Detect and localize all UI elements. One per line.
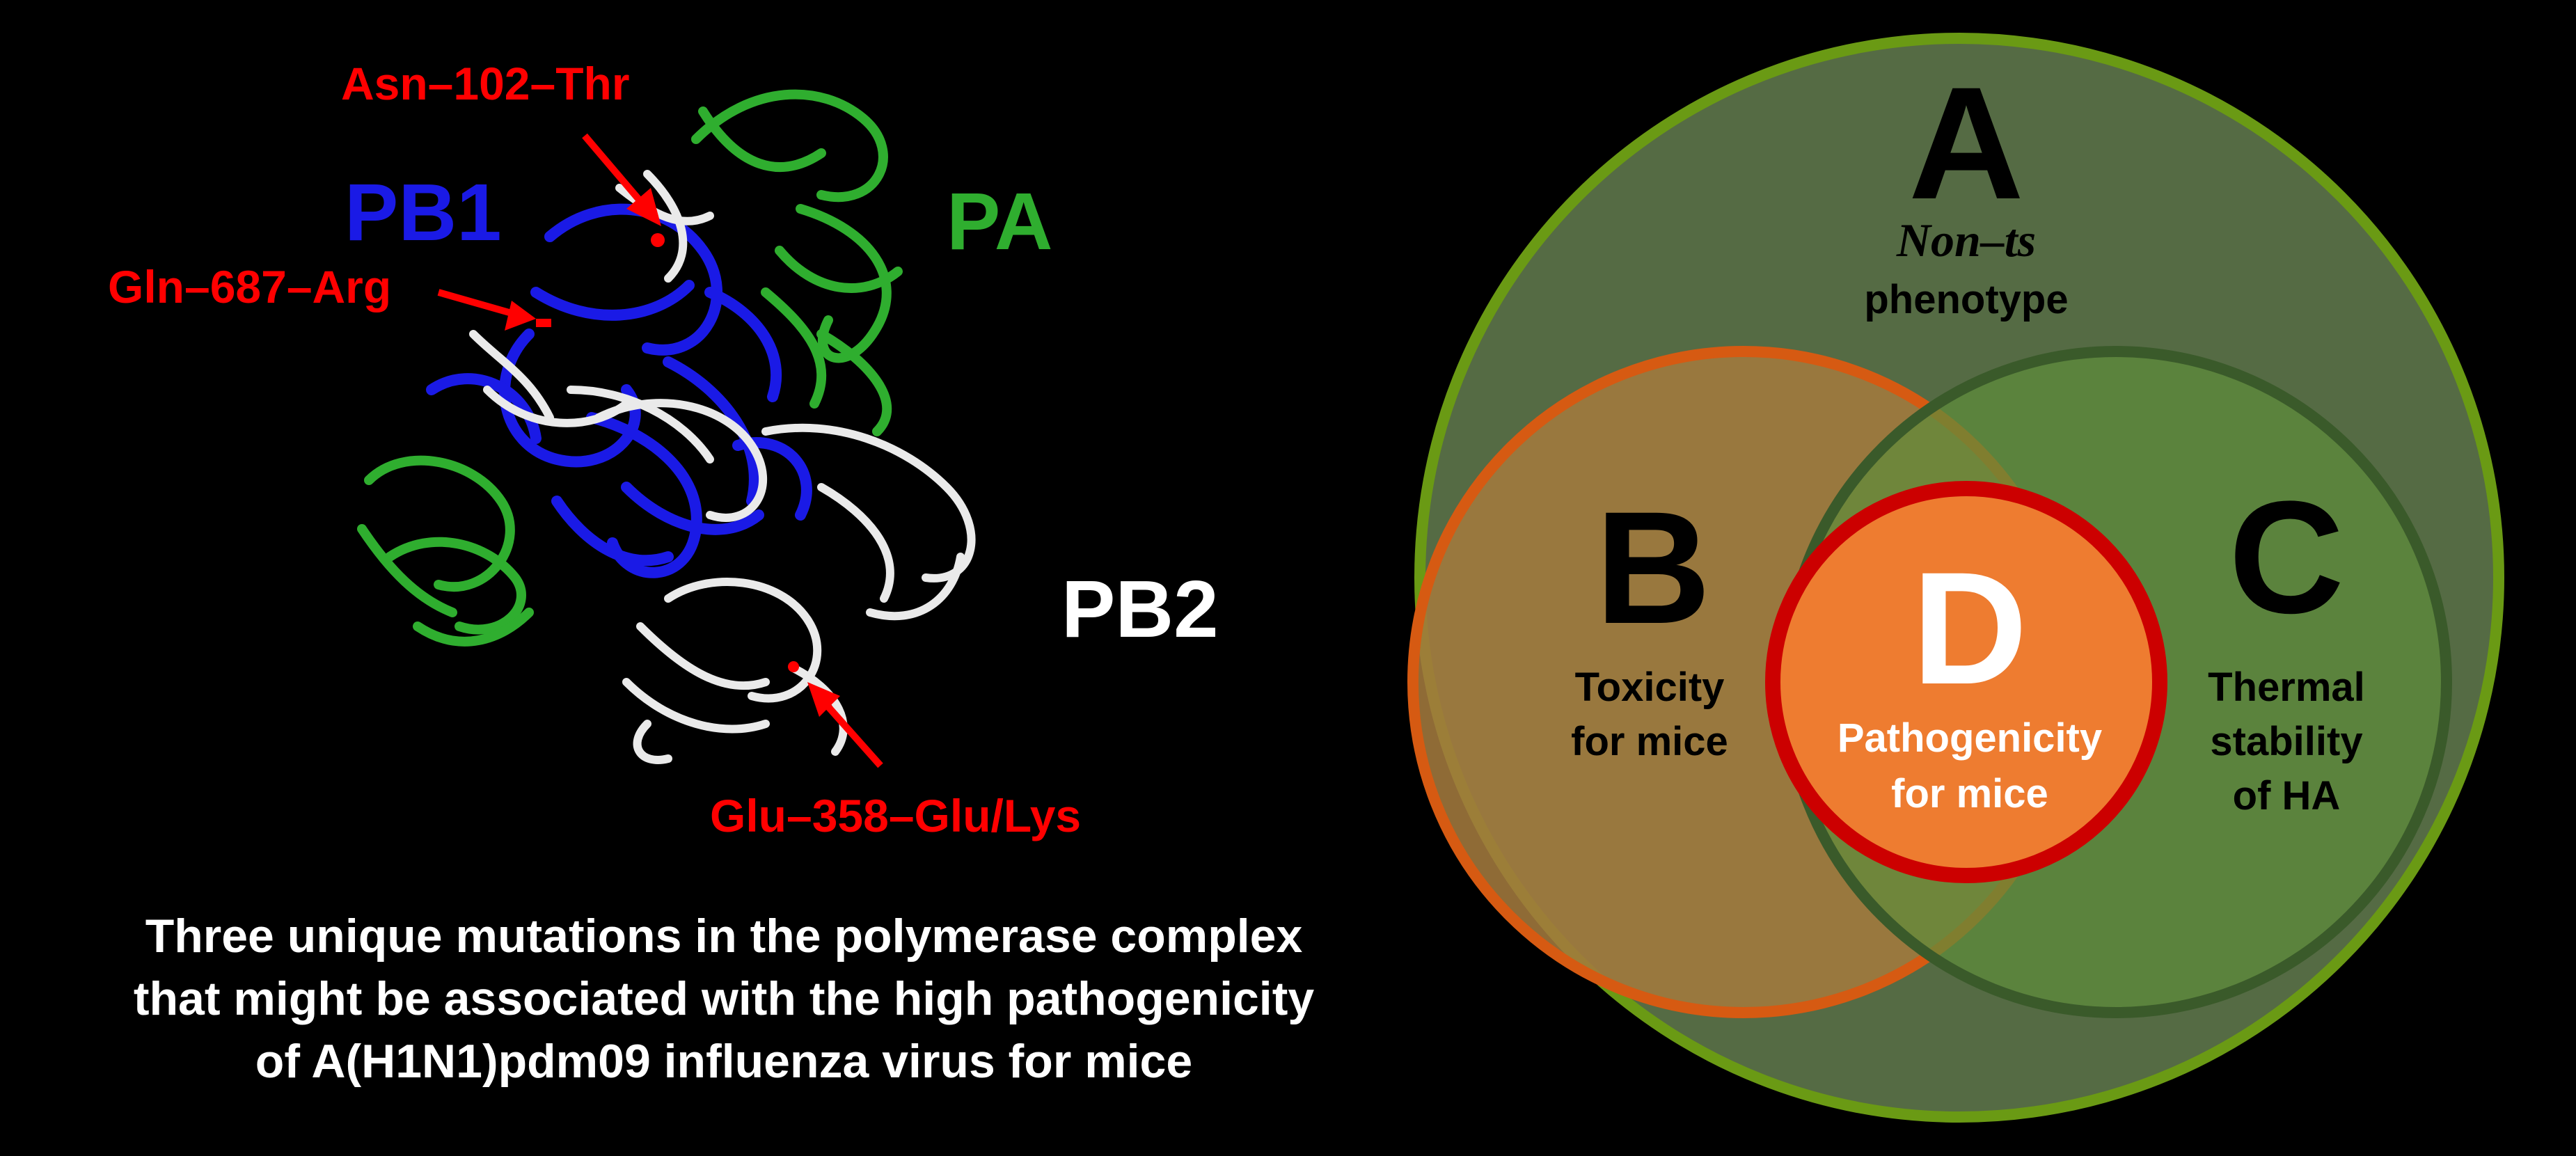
polymerase-structure-image: [357, 89, 976, 764]
venn-diagram: [1407, 33, 2504, 1123]
venn-letter-d: D: [1912, 539, 2028, 718]
arrow-asn102: [582, 133, 661, 226]
venn-letter-a: A: [1909, 54, 2024, 232]
venn-letter-c: C: [2229, 468, 2344, 647]
pb1-label: PB1: [345, 167, 502, 258]
mutation-label-asn102: Asn–102–Thr: [341, 58, 630, 109]
caption-line-1: Three unique mutations in the polymerase…: [145, 910, 1303, 963]
venn-b-line2: for mice: [1571, 719, 1728, 764]
venn-d-line1: Pathogenicity: [1838, 715, 2102, 761]
venn-c-line2: stability: [2210, 719, 2362, 764]
arrow-gln687: [437, 289, 536, 331]
venn-c-line3: of HA: [2233, 773, 2341, 818]
pa-label: PA: [947, 176, 1053, 267]
pb2-label: PB2: [1061, 564, 1219, 654]
caption: Three unique mutations in the polymerase…: [28, 905, 1420, 1093]
mutation-site-gln687: [536, 319, 551, 327]
mutation-label-gln687: Gln–687–Arg: [108, 261, 391, 312]
venn-letter-b: B: [1595, 478, 1711, 657]
pb2-ribbon: [469, 170, 976, 764]
venn-d-line2: for mice: [1891, 771, 2048, 816]
mutation-label-glu358: Glu–358–Glu/Lys: [710, 790, 1081, 841]
venn-a-line1: Non–ts: [1896, 214, 2036, 267]
venn-c-line1: Thermal: [2208, 665, 2365, 710]
mutation-arrows: [437, 133, 883, 768]
pb1-ribbon: [426, 203, 812, 578]
pa-ribbon: [357, 89, 903, 647]
caption-line-2: that might be associated with the high p…: [133, 972, 1315, 1025]
caption-line-3: of A(H1N1)pdm09 influenza virus for mice: [255, 1035, 1193, 1088]
venn-b-line1: Toxicity: [1575, 665, 1725, 710]
mutation-sites: [536, 233, 799, 672]
venn-circle-d: [1765, 481, 2167, 883]
arrow-glu358: [807, 682, 883, 768]
mutation-site-asn102: [651, 233, 665, 247]
mutation-site-glu358: [788, 661, 799, 672]
venn-a-line2: phenotype: [1864, 277, 2068, 322]
